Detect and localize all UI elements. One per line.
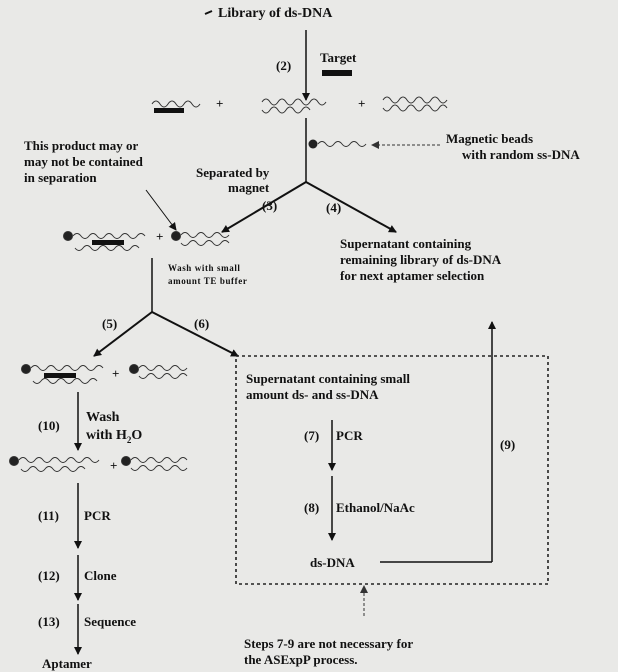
supernatant-library-line1: Supernatant containing xyxy=(340,236,472,251)
plus-sign-3: + xyxy=(156,229,164,244)
plus-sign-1: + xyxy=(216,96,224,111)
magnetic-beads-line1: Magnetic beads xyxy=(446,131,534,146)
product-note-line3: in separation xyxy=(24,170,97,185)
supernatant-small-line1: Supernatant containing small xyxy=(246,371,410,386)
note-arrow xyxy=(145,189,177,231)
step2-label: (2) xyxy=(276,58,292,73)
arrow-step5 xyxy=(93,311,153,357)
ethanol-label: Ethanol/NaAc xyxy=(336,500,415,515)
wash-h2o-line1: Wash xyxy=(86,410,120,425)
clone-label: Clone xyxy=(84,568,117,583)
arrow-step3 xyxy=(221,181,307,233)
arrow-step4 xyxy=(305,181,397,233)
dsdna-label: ds-DNA xyxy=(310,555,355,570)
steps-note-line2: the ASExpP process. xyxy=(244,652,358,667)
bound-complexes-step3 xyxy=(63,231,230,251)
wash-te-line1: Wash with small xyxy=(168,263,241,273)
plus-sign-2: + xyxy=(358,96,366,111)
sequence-label: Sequence xyxy=(84,614,136,629)
complexes-after-wash xyxy=(9,456,188,472)
plus-sign-5: + xyxy=(110,458,118,473)
supernatant-library-line2: remaining library of ds-DNA xyxy=(340,252,502,267)
wash-te-line2: amount TE buffer xyxy=(168,276,248,286)
step5-label: (5) xyxy=(102,316,118,331)
step12-label: (12) xyxy=(38,568,60,583)
target-bar xyxy=(322,70,352,76)
pcr-label: PCR xyxy=(336,428,363,443)
plus-sign-4: + xyxy=(112,366,120,381)
step13-label: (13) xyxy=(38,614,60,629)
step10-label: (10) xyxy=(38,418,60,433)
separated-by-line1: Separated by xyxy=(196,165,270,180)
target-label: Target xyxy=(320,50,357,65)
pcr11-label: PCR xyxy=(84,508,111,523)
dashed-box xyxy=(235,355,549,585)
step3-label: (3) xyxy=(262,198,278,213)
title-tick-mark xyxy=(204,10,213,15)
wash-h2o-line2: with H2O xyxy=(86,428,143,445)
steps-note-line1: Steps 7-9 are not necessary for xyxy=(244,636,414,651)
step7-label: (7) xyxy=(304,428,320,443)
step11-label: (11) xyxy=(38,508,59,523)
supernatant-library-line3: for next aptamer selection xyxy=(340,268,485,283)
dsdna-mixture xyxy=(151,96,448,114)
complexes-step5 xyxy=(21,364,188,384)
separated-by-line2: magnet xyxy=(228,180,270,195)
magnetic-beads-line2: with random ss-DNA xyxy=(462,147,580,162)
product-note-line1: This product may or xyxy=(24,138,139,153)
supernatant-small-line2: amount ds- and ss-DNA xyxy=(246,387,379,402)
step8-label: (8) xyxy=(304,500,320,515)
product-note-line2: may not be contained xyxy=(24,154,143,169)
step9-label: (9) xyxy=(500,437,516,452)
step4-label: (4) xyxy=(326,200,342,215)
aptamer-label: Aptamer xyxy=(42,656,92,671)
magnetic-bead-ssdna xyxy=(308,139,367,149)
arrow-step6 xyxy=(151,311,239,357)
step6-label: (6) xyxy=(194,316,210,331)
library-title: Library of ds-DNA xyxy=(218,6,333,21)
